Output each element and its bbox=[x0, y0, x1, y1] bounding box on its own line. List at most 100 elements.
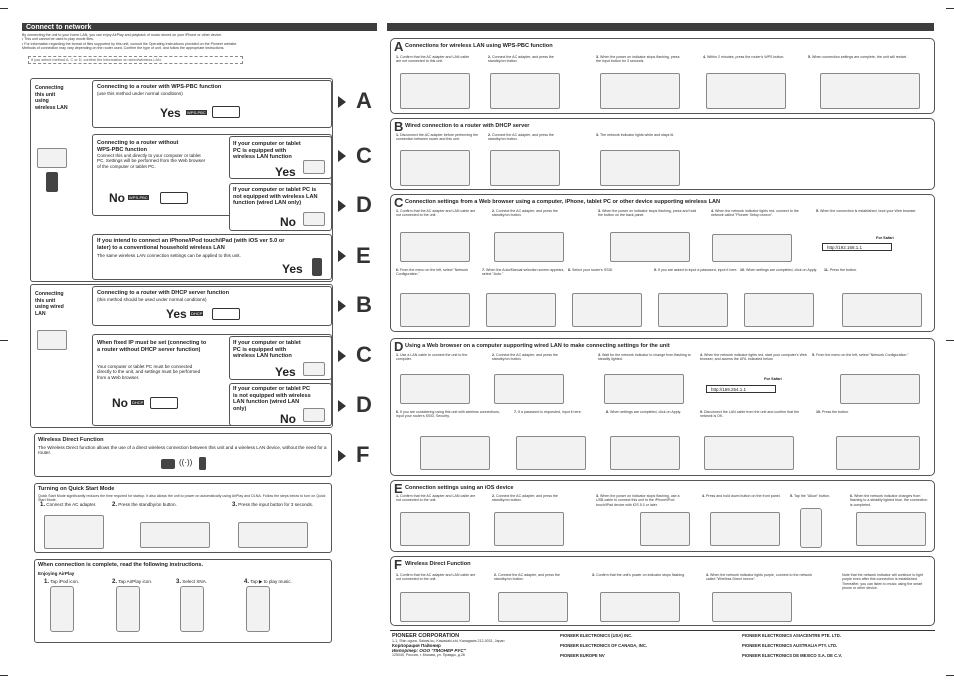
route-letter: A bbox=[356, 88, 372, 113]
footer-office: PIONEER ELECTRONICS OF CANADA, INC. bbox=[560, 643, 648, 648]
section-a-title: Connections for wireless LAN using WPS-P… bbox=[405, 43, 553, 49]
wps-tag: WPS-PBC bbox=[186, 110, 207, 115]
route-letter: F bbox=[356, 442, 370, 467]
step-illustration bbox=[856, 512, 926, 546]
step-illustration bbox=[494, 374, 564, 404]
step-illustration bbox=[400, 592, 470, 622]
laptop-icon bbox=[303, 212, 325, 226]
ios-question: If you intend to connect an iPhone/iPod … bbox=[97, 238, 285, 251]
wps-title: Connecting to a router with WPS-PBC func… bbox=[97, 84, 222, 90]
phone-screen-illustration bbox=[800, 508, 822, 548]
pc-nowifi-question: If your computer or tablet PC is not equ… bbox=[233, 187, 318, 207]
phone-screen-illustration bbox=[180, 586, 204, 632]
url-bar: http://192.168.1.1 bbox=[822, 243, 892, 251]
ios-box bbox=[92, 234, 332, 280]
unit-illustration bbox=[37, 148, 67, 168]
arrow-f bbox=[338, 450, 346, 462]
footer-office: PIONEER EUROPE NV bbox=[560, 653, 605, 658]
step-illustration bbox=[704, 436, 794, 470]
step-illustration bbox=[610, 232, 690, 262]
wireless-direct-box bbox=[34, 433, 332, 477]
step-a-2: Connect the AC adapter, and press the st… bbox=[488, 55, 554, 64]
airplay-step-4: Tap ▶ to play music. bbox=[250, 579, 292, 584]
yes-label: Yes bbox=[275, 165, 296, 179]
step-c-6: From the menu on the left, select "Netwo… bbox=[396, 268, 468, 277]
section-d-letter: D bbox=[394, 339, 404, 354]
step-illustration bbox=[600, 150, 680, 186]
router-icon bbox=[212, 106, 240, 118]
footer-importer: Импортер: ООО "ПИОНЕР РУС" bbox=[392, 648, 466, 654]
airplay-step-1: Tap iPod icon. bbox=[50, 579, 80, 584]
wifi-waves-icon: ((·)) bbox=[179, 458, 193, 467]
step-illustration bbox=[712, 592, 792, 622]
intro-note: If you select method A, C or D, confirm … bbox=[28, 56, 243, 64]
router-icon bbox=[160, 192, 188, 204]
step-illustration bbox=[490, 73, 560, 109]
ios-sub: The same wireless LAN connection setting… bbox=[97, 253, 241, 258]
pc-wifi-question-2: If your computer or tablet PC is equippe… bbox=[233, 340, 301, 360]
step-f-2: Connect the AC adapter, and press the st… bbox=[494, 573, 560, 582]
footer-office: PIONEER ELECTRONICS AUSTRALIA PTY. LTD. bbox=[742, 643, 838, 648]
screen-illustration bbox=[744, 293, 814, 327]
phone-screen-illustration bbox=[116, 586, 140, 632]
phone-screen-illustration bbox=[246, 586, 270, 632]
step-f-4: When the network indicator lights purple… bbox=[706, 573, 813, 582]
for-safari-label: For Safari bbox=[876, 236, 894, 240]
footer-col-2: PIONEER ELECTRONICS (USA) INC. PIONEER E… bbox=[560, 633, 730, 658]
page-title: Connect to network bbox=[26, 24, 92, 31]
step-a-4: Within 2 minutes, press the router's WPS… bbox=[707, 55, 785, 59]
step-c-11: Press the button. bbox=[829, 268, 857, 272]
phone-screen-illustration bbox=[50, 586, 74, 632]
no-label: No bbox=[280, 412, 296, 426]
arrow-e bbox=[338, 250, 346, 262]
airplay-step-3: Select XNA. bbox=[182, 579, 208, 584]
screen-illustration bbox=[420, 436, 490, 470]
footer-office: PIONEER ELECTRONICS (USA) INC. bbox=[560, 633, 633, 638]
step-d-6: If you are considering using this unit w… bbox=[396, 410, 500, 419]
step-e-4: Press and hold down button on the front … bbox=[706, 494, 781, 498]
step-a-5: When connection settings are complete, t… bbox=[812, 55, 907, 59]
crop-mark bbox=[946, 8, 954, 9]
laptop-icon bbox=[303, 160, 325, 174]
footer-office: PIONEER ELECTRONICS ASIACENTRE PTE. LTD. bbox=[742, 633, 841, 638]
step-d-8: When settings are completed, click on Ap… bbox=[610, 410, 682, 414]
fixedip-title: When fixed IP must be set (connecting to… bbox=[97, 340, 207, 353]
step-c-10: When settings are completed, click on Ap… bbox=[746, 268, 818, 272]
step-illustration bbox=[400, 73, 470, 109]
step-e-2: Connect the AC adapter, and press the st… bbox=[492, 494, 558, 503]
step-c-7: When the Auto/Manual selection screen ap… bbox=[482, 268, 565, 277]
step-d-2: Connect the AC adapter, and press the st… bbox=[492, 353, 558, 362]
route-letter: E bbox=[356, 243, 371, 268]
router-icon bbox=[212, 308, 240, 320]
step-illustration bbox=[400, 150, 470, 186]
section-e-letter: E bbox=[394, 481, 403, 496]
step-c-3: When the power on indicator stops flashi… bbox=[598, 209, 697, 218]
quickstart-step-3: Press the input button for 3 seconds. bbox=[238, 502, 314, 507]
airplay-step-2: Tap AirPlay icon. bbox=[118, 579, 153, 584]
quickstart-step-2: Press the standby/on button. bbox=[118, 502, 177, 507]
step-illustration bbox=[640, 512, 690, 546]
step-d-1: Use a LAN cable to connect the unit to t… bbox=[396, 353, 468, 362]
airplay-sub: Enjoying AirPlay bbox=[38, 571, 75, 576]
no-label: No bbox=[280, 215, 296, 229]
section-b-letter: B bbox=[394, 119, 404, 134]
for-safari-label: For Safari bbox=[764, 377, 782, 381]
step-illustration bbox=[604, 374, 684, 404]
step-c-8: Select your router's SSID. bbox=[572, 268, 614, 272]
airplay-title: When connection is complete, read the fo… bbox=[38, 562, 204, 568]
step-d-4: When the network indicator lights red, s… bbox=[700, 353, 807, 362]
step-illustration bbox=[820, 73, 920, 109]
footer-col-1: PIONEER CORPORATION 1-1, Shin-ogura, Sai… bbox=[392, 633, 532, 658]
step-illustration bbox=[400, 512, 470, 546]
step-illustration bbox=[836, 436, 920, 470]
crop-mark bbox=[946, 340, 954, 341]
crop-mark bbox=[0, 340, 8, 341]
route-letter: D bbox=[356, 392, 372, 417]
quickstart-body: Quick Start Mode significantly reduces t… bbox=[38, 494, 326, 503]
crop-mark bbox=[946, 675, 954, 676]
wps-tag: WPS-PBC bbox=[128, 195, 149, 200]
unit-icon bbox=[161, 459, 175, 469]
screen-illustration bbox=[516, 436, 586, 470]
pc-nowifi-question-2: If your computer or tablet PC is not equ… bbox=[233, 386, 311, 412]
dhcp-tag: DHCP bbox=[190, 311, 204, 316]
